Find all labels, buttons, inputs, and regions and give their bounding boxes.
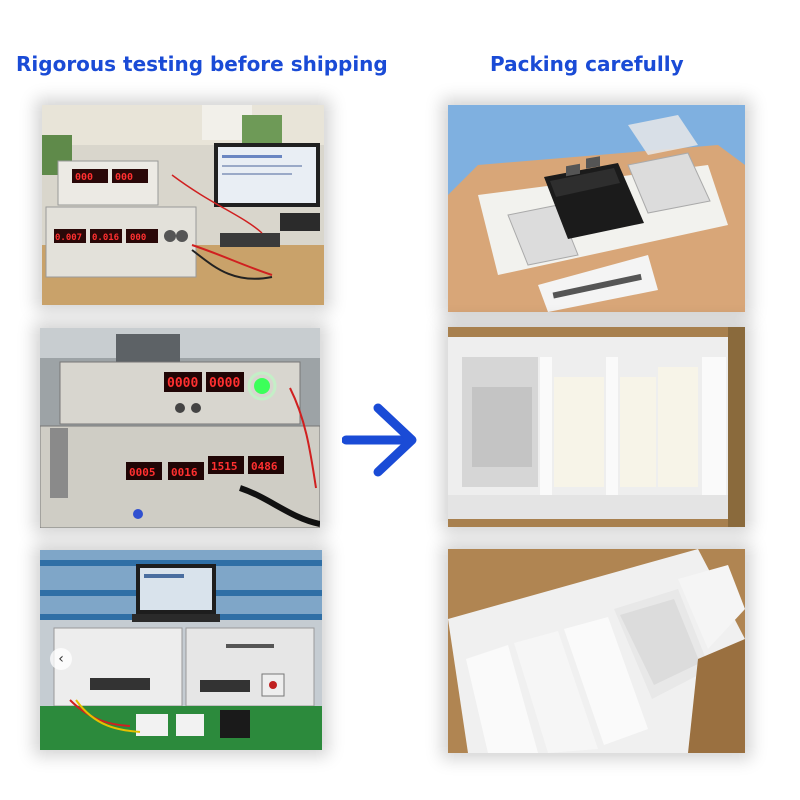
readout-1a: 000 xyxy=(75,172,93,183)
readout-1d: 0.016 xyxy=(92,233,119,243)
readout-2d: 0016 xyxy=(171,466,198,479)
readout-2b: 0000 xyxy=(209,376,240,391)
photo-foam-packing-1 xyxy=(448,327,745,527)
readout-1c: 0.007 xyxy=(55,233,82,243)
readout-2f: 0486 xyxy=(251,460,278,473)
photo-test-bench-2: 0000 0000 0005 0016 1515 0486 xyxy=(40,328,320,528)
photo-foam-packing-2 xyxy=(448,549,745,753)
heading-testing: Rigorous testing before shipping xyxy=(16,52,388,76)
readout-1b: 000 xyxy=(115,172,133,183)
readout-1e: 000 xyxy=(130,233,146,243)
photo-test-station xyxy=(40,550,322,750)
heading-packing: Packing carefully xyxy=(490,52,684,76)
readout-2c: 0005 xyxy=(129,466,156,479)
readout-2e: 1515 xyxy=(211,460,238,473)
arrow-right-icon xyxy=(342,403,417,477)
photo-box-open xyxy=(448,105,745,312)
chevron-left-icon[interactable]: ‹ xyxy=(50,648,72,670)
photo-test-bench-1: 000 000 0.007 0.016 000 xyxy=(42,105,324,305)
readout-2a: 0000 xyxy=(167,376,198,391)
